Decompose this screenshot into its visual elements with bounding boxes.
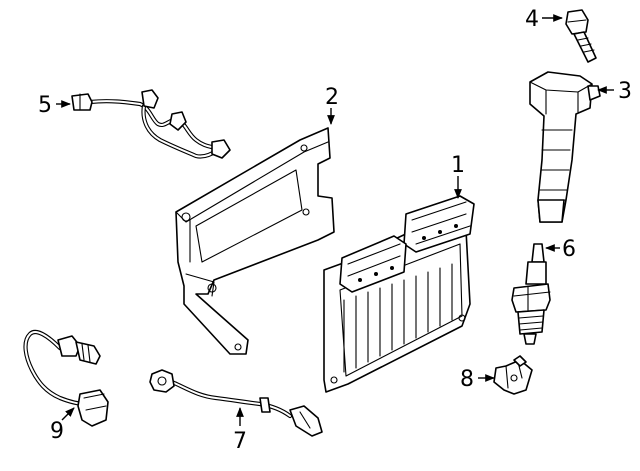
callout-7: 7: [233, 429, 247, 454]
oxygen-sensor: [23, 329, 109, 427]
callout-5: 5: [38, 93, 52, 118]
callout-8: 8: [460, 367, 474, 392]
spark-plug: [511, 243, 551, 345]
ignition-coil: [529, 71, 601, 223]
wiring-harness: [71, 89, 231, 159]
sensor-small: [493, 355, 533, 395]
callout-3: 3: [618, 79, 632, 104]
knock-sensor: [149, 369, 323, 437]
callout-1: 1: [451, 153, 465, 178]
bolt: [565, 9, 597, 63]
callout-4: 4: [525, 7, 539, 32]
ecu-bracket: [175, 127, 335, 355]
callout-2: 2: [325, 85, 339, 110]
callout-9: 9: [50, 419, 64, 444]
ecu-module: [323, 195, 475, 393]
callout-6: 6: [562, 237, 576, 262]
